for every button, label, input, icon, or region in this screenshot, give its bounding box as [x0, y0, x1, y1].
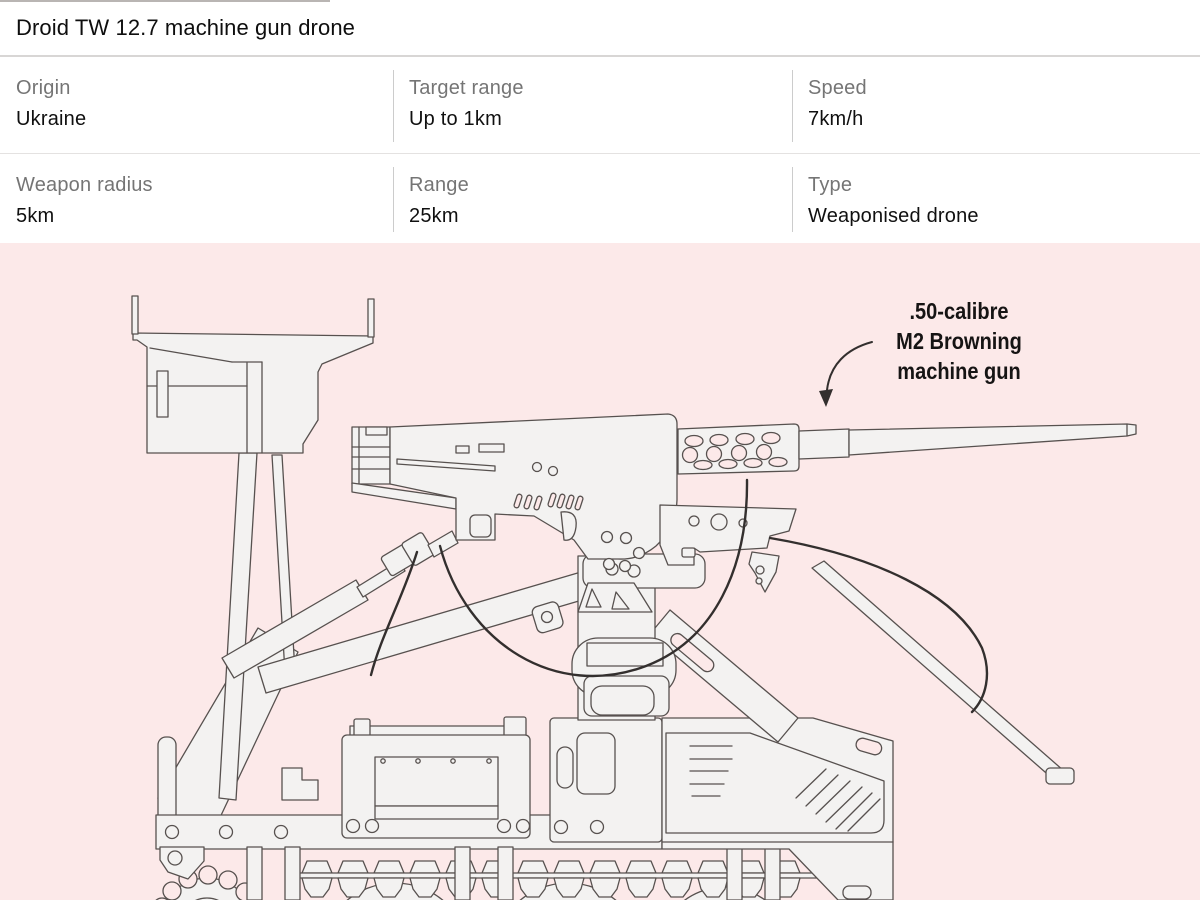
top-rule: [0, 0, 330, 2]
rear-hull: [661, 717, 894, 900]
step-bracket: [281, 767, 319, 801]
spec-label: Target range: [409, 77, 524, 99]
mount-box: [549, 717, 663, 843]
spec-speed: Speed 7km/h: [792, 57, 1200, 153]
spec-label: Type: [808, 174, 853, 196]
header: Droid TW 12.7 machine gun drone: [0, 0, 1200, 57]
muzzle-block: [798, 428, 850, 460]
spec-weapon-radius: Weapon radius 5km: [0, 154, 393, 243]
drone-illustration: [0, 243, 1200, 900]
receiver-slots: [513, 492, 584, 511]
gun-annotation: .50-calibre M2 Browning machine gun: [896, 298, 1022, 384]
spec-value: 7km/h: [808, 108, 864, 130]
strut-foot: [1045, 767, 1075, 785]
elevation-actuator: [221, 530, 459, 679]
hatch-lines: [795, 768, 881, 832]
spec-range: Range 25km: [393, 154, 792, 243]
turret-pedestal: [571, 553, 706, 721]
annotation-arrow: [819, 341, 873, 407]
track-rail: [294, 872, 841, 879]
spec-value: Up to 1km: [409, 108, 502, 130]
spec-origin: Origin Ukraine: [0, 57, 393, 153]
main-arm: [257, 571, 590, 694]
gun-backplate: [351, 426, 391, 485]
spec-value: 25km: [409, 205, 459, 227]
spec-value: Weaponised drone: [808, 205, 979, 227]
illustration-panel: .50-calibre M2 Browning machine gun: [0, 243, 1200, 900]
track: [294, 860, 841, 898]
spec-value: 5km: [16, 205, 55, 227]
vent-lines: [689, 745, 733, 797]
mast-hopper: [131, 295, 375, 454]
column-divider: [393, 167, 394, 232]
spec-value: Ukraine: [16, 108, 87, 130]
spec-target-range: Target range Up to 1km: [393, 57, 792, 153]
page-title: Droid TW 12.7 machine gun drone: [16, 14, 355, 40]
column-divider: [393, 70, 394, 142]
spec-label: Range: [409, 174, 469, 196]
spec-label: Weapon radius: [16, 174, 153, 196]
battery-box: [341, 716, 531, 839]
spec-row-1: Origin Ukraine Target range Up to 1km Sp…: [0, 57, 1200, 154]
spec-row-2: Weapon radius 5km Range 25km Type Weapon…: [0, 154, 1200, 243]
chassis: [155, 716, 894, 900]
cables: [369, 478, 989, 714]
spec-label: Origin: [16, 77, 71, 99]
suspension-posts: [246, 846, 781, 900]
column-divider: [792, 70, 793, 142]
shroud-holes: [681, 431, 788, 471]
gun-trigger: [560, 511, 577, 541]
spec-label: Speed: [808, 77, 867, 99]
column-divider: [792, 167, 793, 232]
spec-type: Type Weaponised drone: [792, 154, 1200, 243]
machine-gun: [351, 413, 1137, 593]
